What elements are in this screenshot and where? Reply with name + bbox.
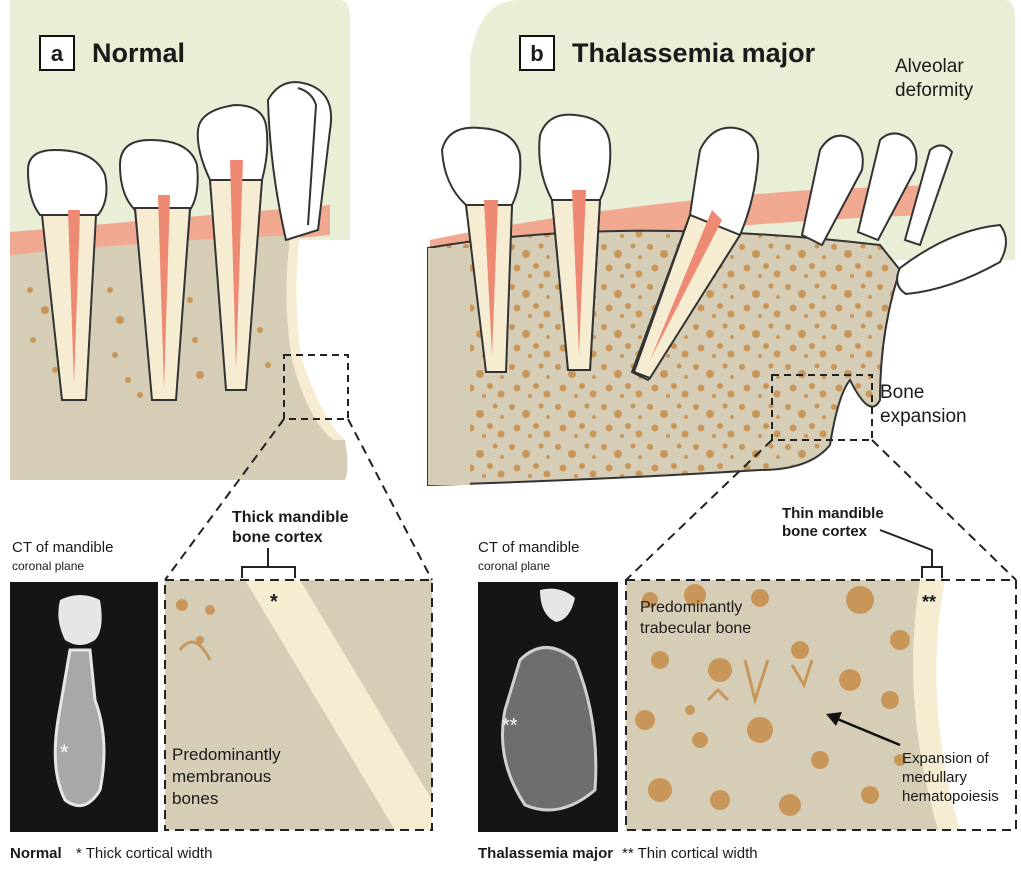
caption-b-bold: Thalassemia major xyxy=(478,845,613,862)
inset-a-text-line2: membranous xyxy=(172,767,271,786)
cortex-label-b-line1: Thin mandible xyxy=(782,505,884,522)
cortex-label-b-line2: bone cortex xyxy=(782,523,868,540)
deformity-label-line2: deformity xyxy=(895,80,974,101)
medullary-label-line1: Expansion of xyxy=(902,750,990,767)
panel-title-b: Thalassemia major xyxy=(572,38,816,68)
cortex-bracket-b-leader xyxy=(880,530,932,567)
deformity-label-line1: Alveolar xyxy=(895,56,964,77)
ct-label-a-line2: coronal plane xyxy=(12,559,84,573)
panel-letter-b: b xyxy=(530,41,543,66)
zoom-line-a-right xyxy=(348,419,432,580)
medullary-label-line2: medullary xyxy=(902,769,968,786)
cortex-bracket-b xyxy=(922,567,942,578)
inset-a-text-line1: Predominantly xyxy=(172,745,281,764)
ct-label-a-line1: CT of mandible xyxy=(12,539,113,556)
inset-marker-a: * xyxy=(270,591,278,613)
cortex-label-a-line2: bone cortex xyxy=(232,529,323,546)
caption-b-rest: ** Thin cortical width xyxy=(622,845,758,862)
panel-letter-a: a xyxy=(51,41,64,66)
caption-a-bold: Normal xyxy=(10,845,62,862)
cortex-label-a-line1: Thick mandible xyxy=(232,509,349,526)
jaw-edge-b xyxy=(428,248,470,485)
panel-title-a: Normal xyxy=(92,38,185,68)
medullary-label-line3: hematopoiesis xyxy=(902,788,999,805)
ct-marker-normal: * xyxy=(60,740,69,765)
ct-label-b-line2: coronal plane xyxy=(478,559,550,573)
zoom-line-b-right xyxy=(872,440,1016,580)
inset-a-text-line3: bones xyxy=(172,789,218,808)
cortex-bracket-a xyxy=(242,567,295,578)
inset-b-text-line1: Predominantly xyxy=(640,599,742,616)
inset-marker-b: ** xyxy=(922,592,936,612)
ct-label-b-line1: CT of mandible xyxy=(478,539,579,556)
inset-b-text-line2: trabecular bone xyxy=(640,620,751,637)
caption-a-rest: * Thick cortical width xyxy=(76,845,212,862)
expansion-label-line2: expansion xyxy=(880,406,967,427)
ct-tooth-normal xyxy=(58,595,101,645)
expansion-label-line1: Bone xyxy=(880,382,924,403)
ct-marker-thalassemia: ** xyxy=(502,715,518,737)
